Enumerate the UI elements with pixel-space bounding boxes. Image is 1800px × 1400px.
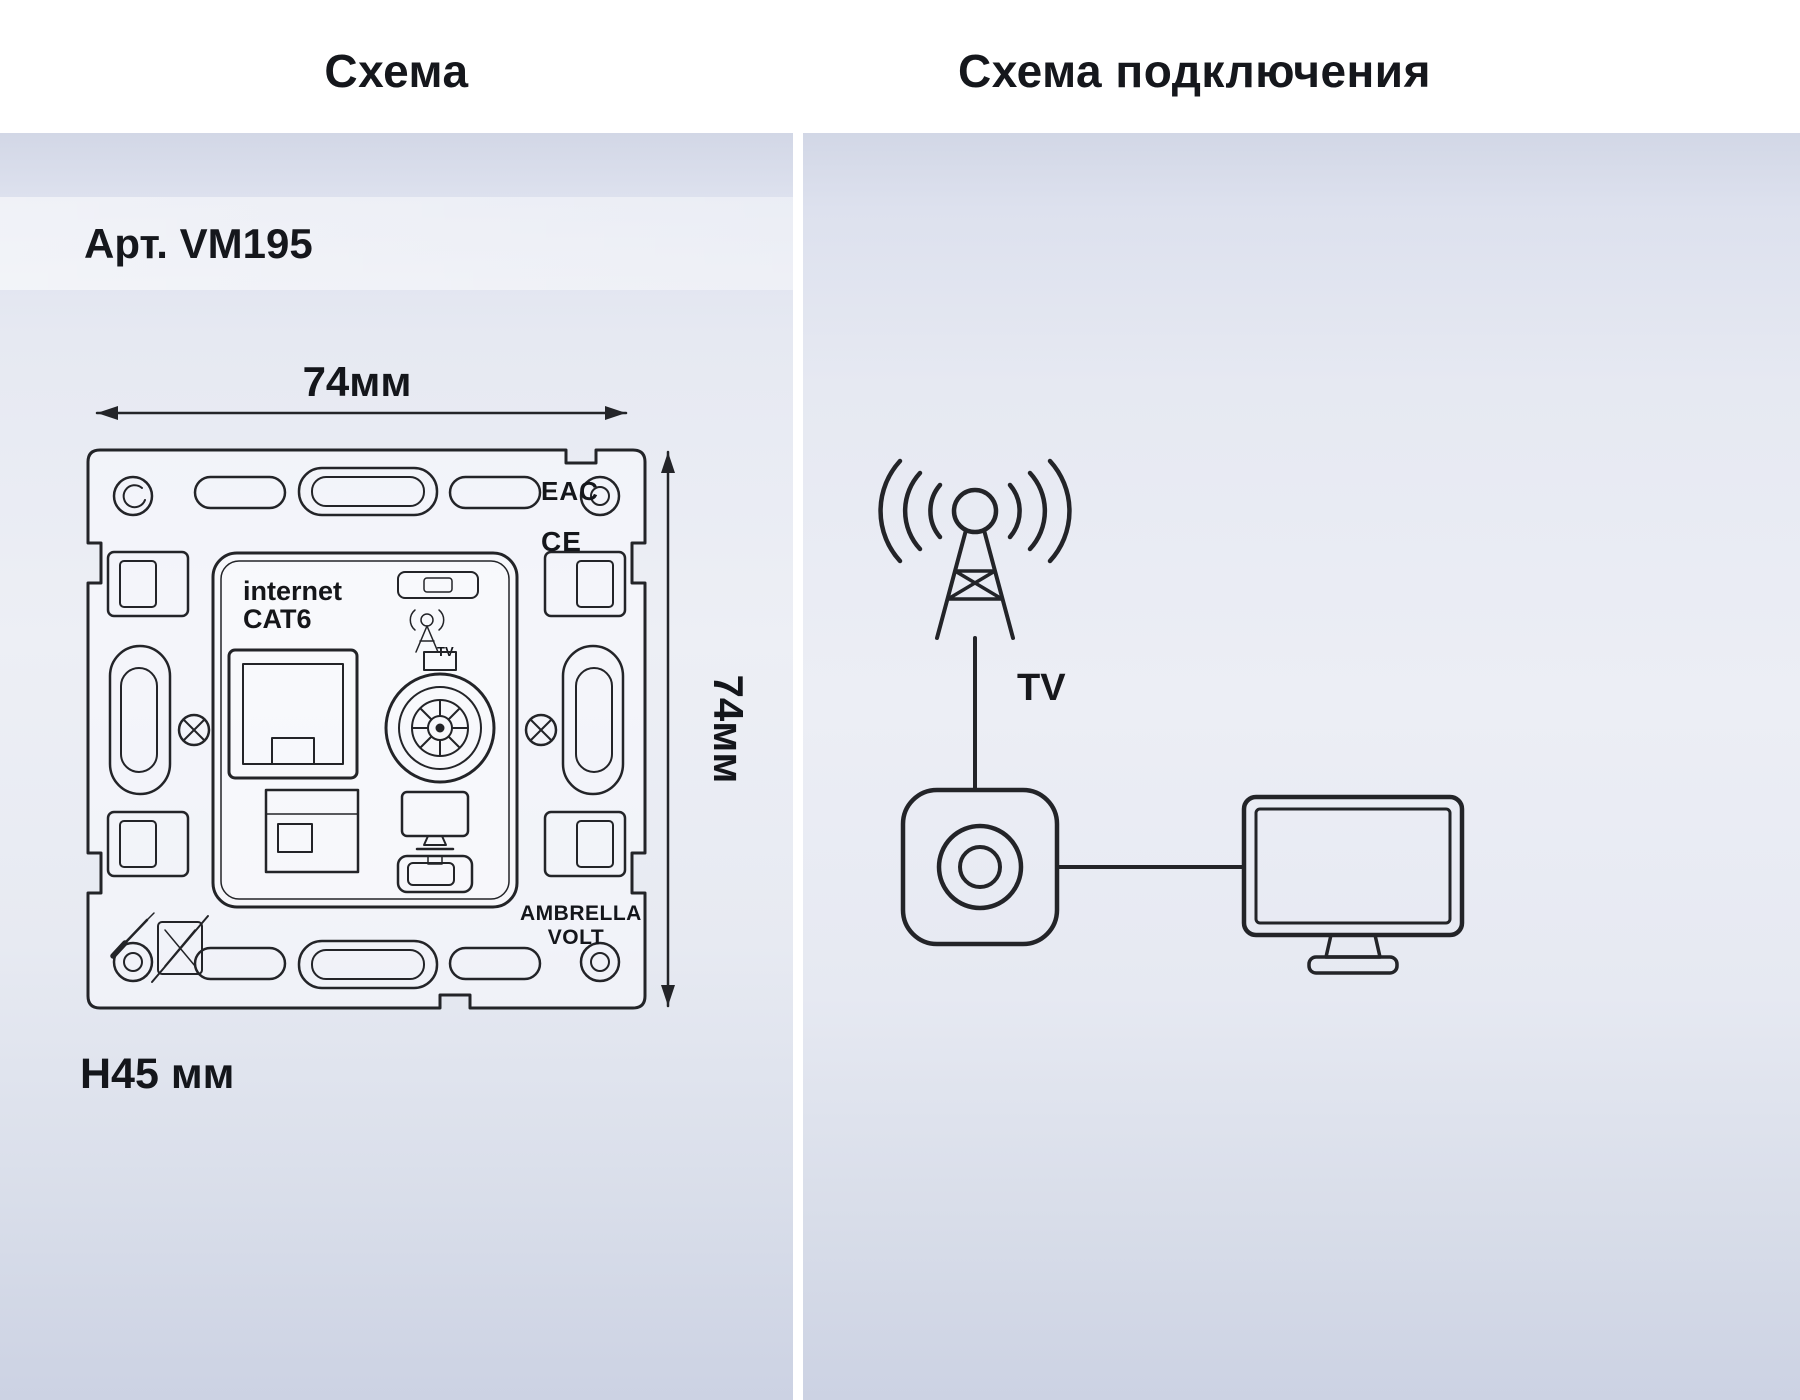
arrowhead-up-icon <box>661 452 675 473</box>
width-dimension: 74мм <box>95 358 628 420</box>
depth-label: H45 мм <box>80 1050 234 1098</box>
brand-name-line2: VOLT <box>548 926 604 949</box>
rj45-jack-icon <box>227 648 359 780</box>
mounting-slot-center-bottom <box>297 939 439 990</box>
height-dimension: 74мм <box>661 450 752 1008</box>
mounting-slot <box>448 475 542 510</box>
monitor-mark-icon <box>400 790 470 851</box>
left-panel-title: Схема <box>324 45 469 97</box>
screw-hole-top-right-icon <box>579 475 621 517</box>
arrowhead-left-icon <box>97 406 118 420</box>
coax-connector-icon <box>384 651 496 784</box>
antenna-icon <box>935 487 1015 640</box>
screw-hole-bottom-left-icon <box>112 941 154 983</box>
ce-mark: CE <box>541 526 582 557</box>
brand-name: AMBRELLA <box>520 902 642 925</box>
mounting-slot <box>193 475 287 510</box>
mounting-slot <box>193 946 287 981</box>
connection-diagram: TV <box>878 458 1465 975</box>
eac-mark: EAC <box>541 476 599 506</box>
plug-mark-icon <box>396 854 474 894</box>
mounting-frame <box>86 448 647 1010</box>
mounting-slot <box>448 946 542 981</box>
socket-module: internet CAT6 TV <box>211 551 519 909</box>
side-slot-left <box>108 644 172 796</box>
tv-cable-label: TV <box>1017 667 1066 709</box>
right-panel-title: Схема подключения <box>958 45 1431 97</box>
article-number: Арт. VM195 <box>84 219 313 267</box>
article-band: Арт. VM195 <box>0 197 793 290</box>
no-dispose-icon <box>151 915 209 983</box>
claw-window-right-top <box>543 550 627 618</box>
claw-window-right-bottom <box>543 810 627 878</box>
mounting-slot-center-top <box>297 466 439 517</box>
header-bar: Схема Схема подключения <box>0 0 1800 133</box>
claw-window-left-bottom <box>106 810 190 878</box>
height-dimension-label: 74мм <box>705 675 752 784</box>
screw-hole-bottom-right-icon <box>579 941 621 983</box>
lower-compartment <box>264 788 360 874</box>
claw-window-left-top <box>106 550 190 618</box>
screwdriver-icon <box>110 912 155 959</box>
width-dimension-label: 74мм <box>303 358 412 405</box>
signal-waves-icon <box>878 458 1072 564</box>
adjust-screw-left-icon <box>177 713 211 747</box>
scheme-panel: Арт. VM195 74мм <box>0 133 793 1400</box>
tv-icon <box>1241 794 1465 975</box>
level-indicator-icon <box>397 571 479 599</box>
screw-hole-top-left-icon <box>112 475 154 517</box>
arrowhead-down-icon <box>661 985 675 1006</box>
socket-icon <box>900 787 1060 947</box>
cat6-label: CAT6 <box>243 604 312 634</box>
side-slot-right <box>561 644 625 796</box>
connection-panel: TV <box>803 133 1800 1400</box>
adjust-screw-right-icon <box>524 713 558 747</box>
internet-label: internet <box>243 576 342 606</box>
arrowhead-right-icon <box>605 406 626 420</box>
technical-drawing: 74мм <box>80 358 752 1098</box>
frame-outline <box>86 448 647 1010</box>
